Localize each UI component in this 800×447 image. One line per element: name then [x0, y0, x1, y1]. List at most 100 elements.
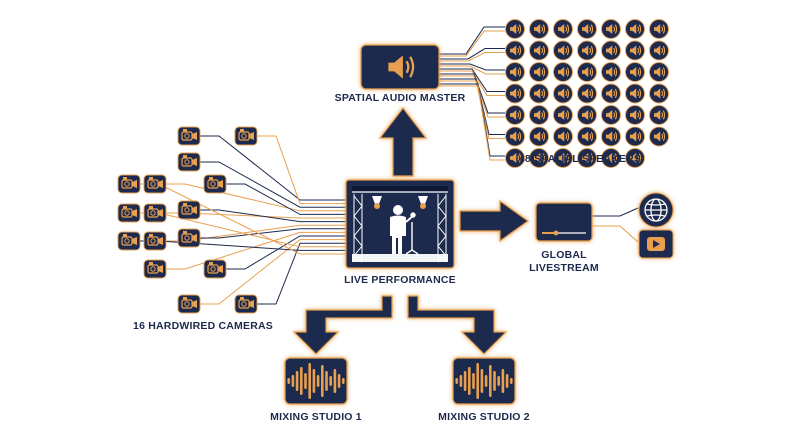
arrow-down-to-studio-2 [407, 295, 508, 355]
speaker-icon [553, 62, 573, 82]
camera-wire [166, 212, 346, 219]
speaker-icon [625, 62, 645, 82]
mixing-studio-1-box [284, 357, 348, 405]
speaker-icon [625, 83, 645, 104]
speaker-icon [601, 40, 621, 61]
mixing-studio-2-box [452, 357, 516, 405]
speaker-icon [625, 40, 645, 61]
speaker-icon [625, 19, 645, 39]
speaker-wire [439, 70, 505, 97]
camera-icon [143, 259, 167, 279]
waveform-icon [287, 363, 345, 399]
speaker-icon [553, 126, 573, 147]
speaker-icon [577, 19, 597, 39]
camera-icon [177, 200, 201, 220]
speaker-icon [553, 148, 573, 168]
speaker-icon [388, 55, 415, 79]
camera-icon [203, 259, 227, 279]
camera-icon [177, 152, 201, 172]
camera-wire [200, 209, 346, 223]
livestream-wire [592, 207, 639, 217]
globe-icon-badge [638, 192, 674, 228]
spatial-audio-master-box [360, 44, 440, 90]
camera-wire [257, 242, 346, 305]
camera-wire [166, 183, 346, 212]
camera-icon [177, 228, 201, 248]
camera-wire [226, 183, 346, 215]
speaker-icon [529, 105, 549, 125]
speaker-icon [649, 126, 669, 147]
speaker-icon [577, 126, 597, 147]
speaker-icon [529, 19, 549, 39]
live-performance-stage [345, 179, 455, 269]
speaker-icon [505, 62, 525, 82]
speaker-icon [601, 62, 621, 82]
spotlight-icon [372, 196, 428, 209]
globe-icon [644, 198, 668, 222]
speaker-icon [505, 126, 525, 147]
speaker-wire [439, 65, 505, 75]
speaker-icon [649, 62, 669, 82]
arrow-right-to-livestream [459, 199, 530, 243]
camera-wire [226, 235, 346, 270]
camera-icon [117, 231, 141, 251]
global-livestream-box [535, 202, 593, 242]
speaker-icon [577, 62, 597, 82]
speaker-icon [625, 105, 645, 125]
camera-icon [234, 126, 258, 146]
speaker-icon [601, 126, 621, 147]
camera-wire [200, 239, 346, 305]
speaker-wire [439, 75, 505, 118]
label-hardwired-cameras: 16 HARDWIRED CAMERAS [133, 320, 273, 332]
speaker-icon [649, 40, 669, 61]
speaker-wire [439, 73, 505, 114]
label-global-livestream-line2: LIVESTREAM [529, 262, 599, 274]
label-mixing-studio-2: MIXING STUDIO 2 [438, 411, 530, 423]
speaker-icon [649, 83, 669, 104]
speaker-icon [553, 83, 573, 104]
microphone-stand-icon [405, 212, 419, 255]
speaker-wire [439, 63, 505, 71]
camera-wire [200, 135, 346, 201]
camera-icon [203, 174, 227, 194]
camera-wire [140, 240, 346, 251]
camera-icon [117, 174, 141, 194]
speaker-wire [439, 26, 505, 55]
camera-icon [117, 203, 141, 223]
speaker-wire [439, 47, 505, 60]
performer-icon [390, 205, 415, 254]
camera-wire [200, 228, 346, 239]
speaker-icon [577, 40, 597, 61]
connection-wires [140, 26, 639, 305]
speaker-icon [505, 83, 525, 104]
speaker-icon [577, 148, 597, 168]
speaker-icon [601, 105, 621, 125]
speaker-wire [439, 68, 505, 93]
camera-icon [177, 126, 201, 146]
speaker-icon [505, 105, 525, 125]
camera-icon [143, 203, 167, 223]
speaker-icon [601, 19, 621, 39]
speaker-wire [439, 85, 505, 161]
label-spatial-speakers: 48 SPATIAL SPEAKERS [518, 153, 642, 165]
speaker-icon [649, 19, 669, 39]
camera-wire [257, 135, 346, 205]
speaker-icon [529, 62, 549, 82]
speaker-icon [553, 105, 573, 125]
speaker-icon [577, 83, 597, 104]
speaker-icon [625, 126, 645, 147]
waveform-icon [455, 363, 513, 399]
label-global-livestream-line1: GLOBAL [541, 249, 587, 261]
speaker-icon [529, 148, 549, 168]
spatial-speakers-grid [505, 19, 669, 168]
speaker-icon [529, 83, 549, 104]
speaker-icon [529, 126, 549, 147]
speaker-icon [577, 105, 597, 125]
livestream-wire [592, 225, 639, 243]
speaker-wire [439, 78, 505, 136]
label-spatial-audio-master: SPATIAL AUDIO MASTER [334, 92, 466, 104]
label-global-livestream: GLOBAL LIVESTREAM [514, 249, 614, 275]
speaker-icon [505, 19, 525, 39]
video-platform-badge [638, 229, 674, 259]
